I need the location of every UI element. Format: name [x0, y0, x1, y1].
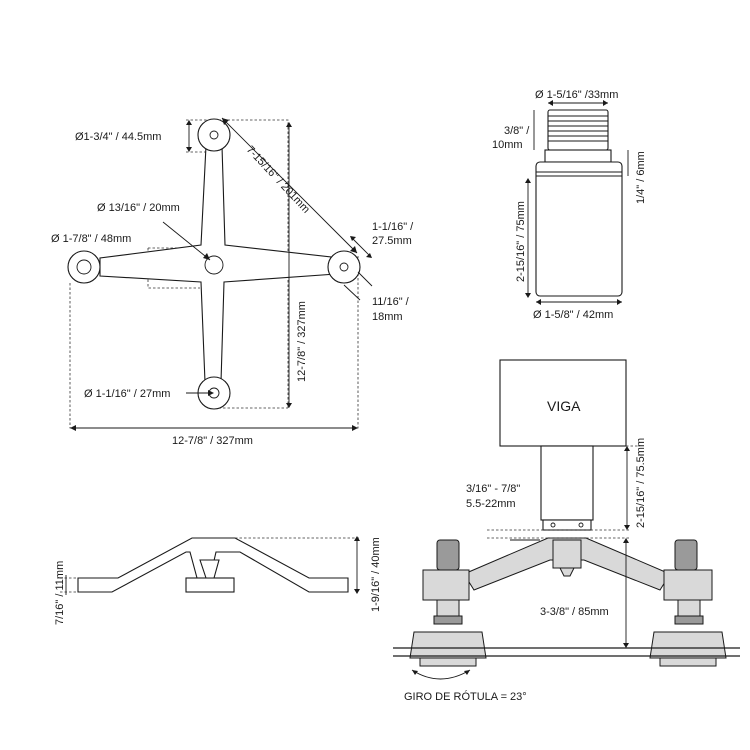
rotation-label: GIRO DE RÓTULA = 23°	[404, 690, 527, 703]
top-hole	[209, 130, 219, 140]
right-width-label-1: 1-1/16" /	[372, 221, 414, 233]
right-hole	[339, 262, 349, 272]
spider-side-view: 7/16" / 11mm 1-9/16" / 40mm	[54, 536, 382, 625]
top-hole-boss	[197, 118, 231, 152]
left-adjust-knob	[436, 539, 460, 571]
center-hole	[204, 255, 224, 275]
right-thick-label-2: 18mm	[372, 311, 403, 323]
side-right-height-label: 1-9/16" / 40mm	[370, 537, 382, 612]
hub-view: Ø 1-5/16" /33mm 3/8" / 10mm 1/4" / 6mm 2…	[492, 89, 647, 321]
right-thick-label-1: 11/16" /	[372, 296, 410, 308]
diagonal-label: 7-15/16" / 201mm	[244, 144, 312, 216]
side-left-height-label: 7/16" / 11mm	[54, 561, 66, 625]
viga-label: VIGA	[547, 398, 581, 414]
left-hole-boss	[67, 250, 101, 284]
right-fitting-body	[663, 569, 713, 601]
left-hole-label: Ø 1-7/8" / 48mm	[51, 233, 131, 245]
gap-label-2: 5.5-22mm	[466, 498, 516, 510]
center-boss-profile	[185, 577, 235, 593]
left-fitting-nut	[436, 599, 460, 617]
beam-height-label: 2-15/16" / 75.5mm	[635, 438, 647, 528]
gap-label-1: 3/16" - 7/8"	[466, 483, 520, 495]
assembly-hub	[540, 445, 594, 521]
center-hole-label: Ø 13/16" / 20mm	[97, 202, 180, 214]
right-adjust-knob	[674, 539, 698, 571]
hub-top-height-label-1: 3/8" /	[504, 125, 530, 137]
assembly-center-block	[552, 539, 582, 569]
height-label: 12-7/8" / 327mm	[296, 301, 308, 382]
right-width-label-2: 27.5mm	[372, 235, 412, 247]
assembly-view: VIGA 2-15/1	[393, 359, 740, 703]
hub-top-height-label-2: 10mm	[492, 139, 523, 151]
assembly-hub-collar	[542, 519, 592, 531]
hub-top-diameter-label: Ø 1-5/16" /33mm	[535, 89, 618, 101]
viga-beam	[499, 359, 627, 447]
hub-neck	[544, 149, 612, 163]
left-fitting-body	[422, 569, 470, 601]
arm-hole-label: Ø1-3/4" / 44.5mm	[75, 131, 161, 143]
right-fitting-nut	[677, 599, 701, 617]
bottom-hole-label: Ø 1-1/16" / 27mm	[84, 388, 170, 400]
spider-top-view: Ø1-3/4" / 44.5mm 7-15/16" / 201mm Ø 13/1…	[51, 117, 414, 447]
hub-neck-label: 1/4" / 6mm	[635, 151, 647, 204]
hub-body	[535, 161, 623, 297]
left-disc	[409, 631, 487, 659]
left-hole	[76, 259, 92, 275]
total-height-label: 3-3/8" / 85mm	[540, 606, 609, 618]
right-disc	[649, 631, 727, 659]
hub-bottom-diameter-label: Ø 1-5/8" / 42mm	[533, 309, 613, 321]
hub-body-height-label: 2-15/16" / 75mm	[515, 201, 527, 282]
right-hole-boss	[327, 250, 361, 284]
width-label: 12-7/8" / 327mm	[172, 435, 253, 447]
